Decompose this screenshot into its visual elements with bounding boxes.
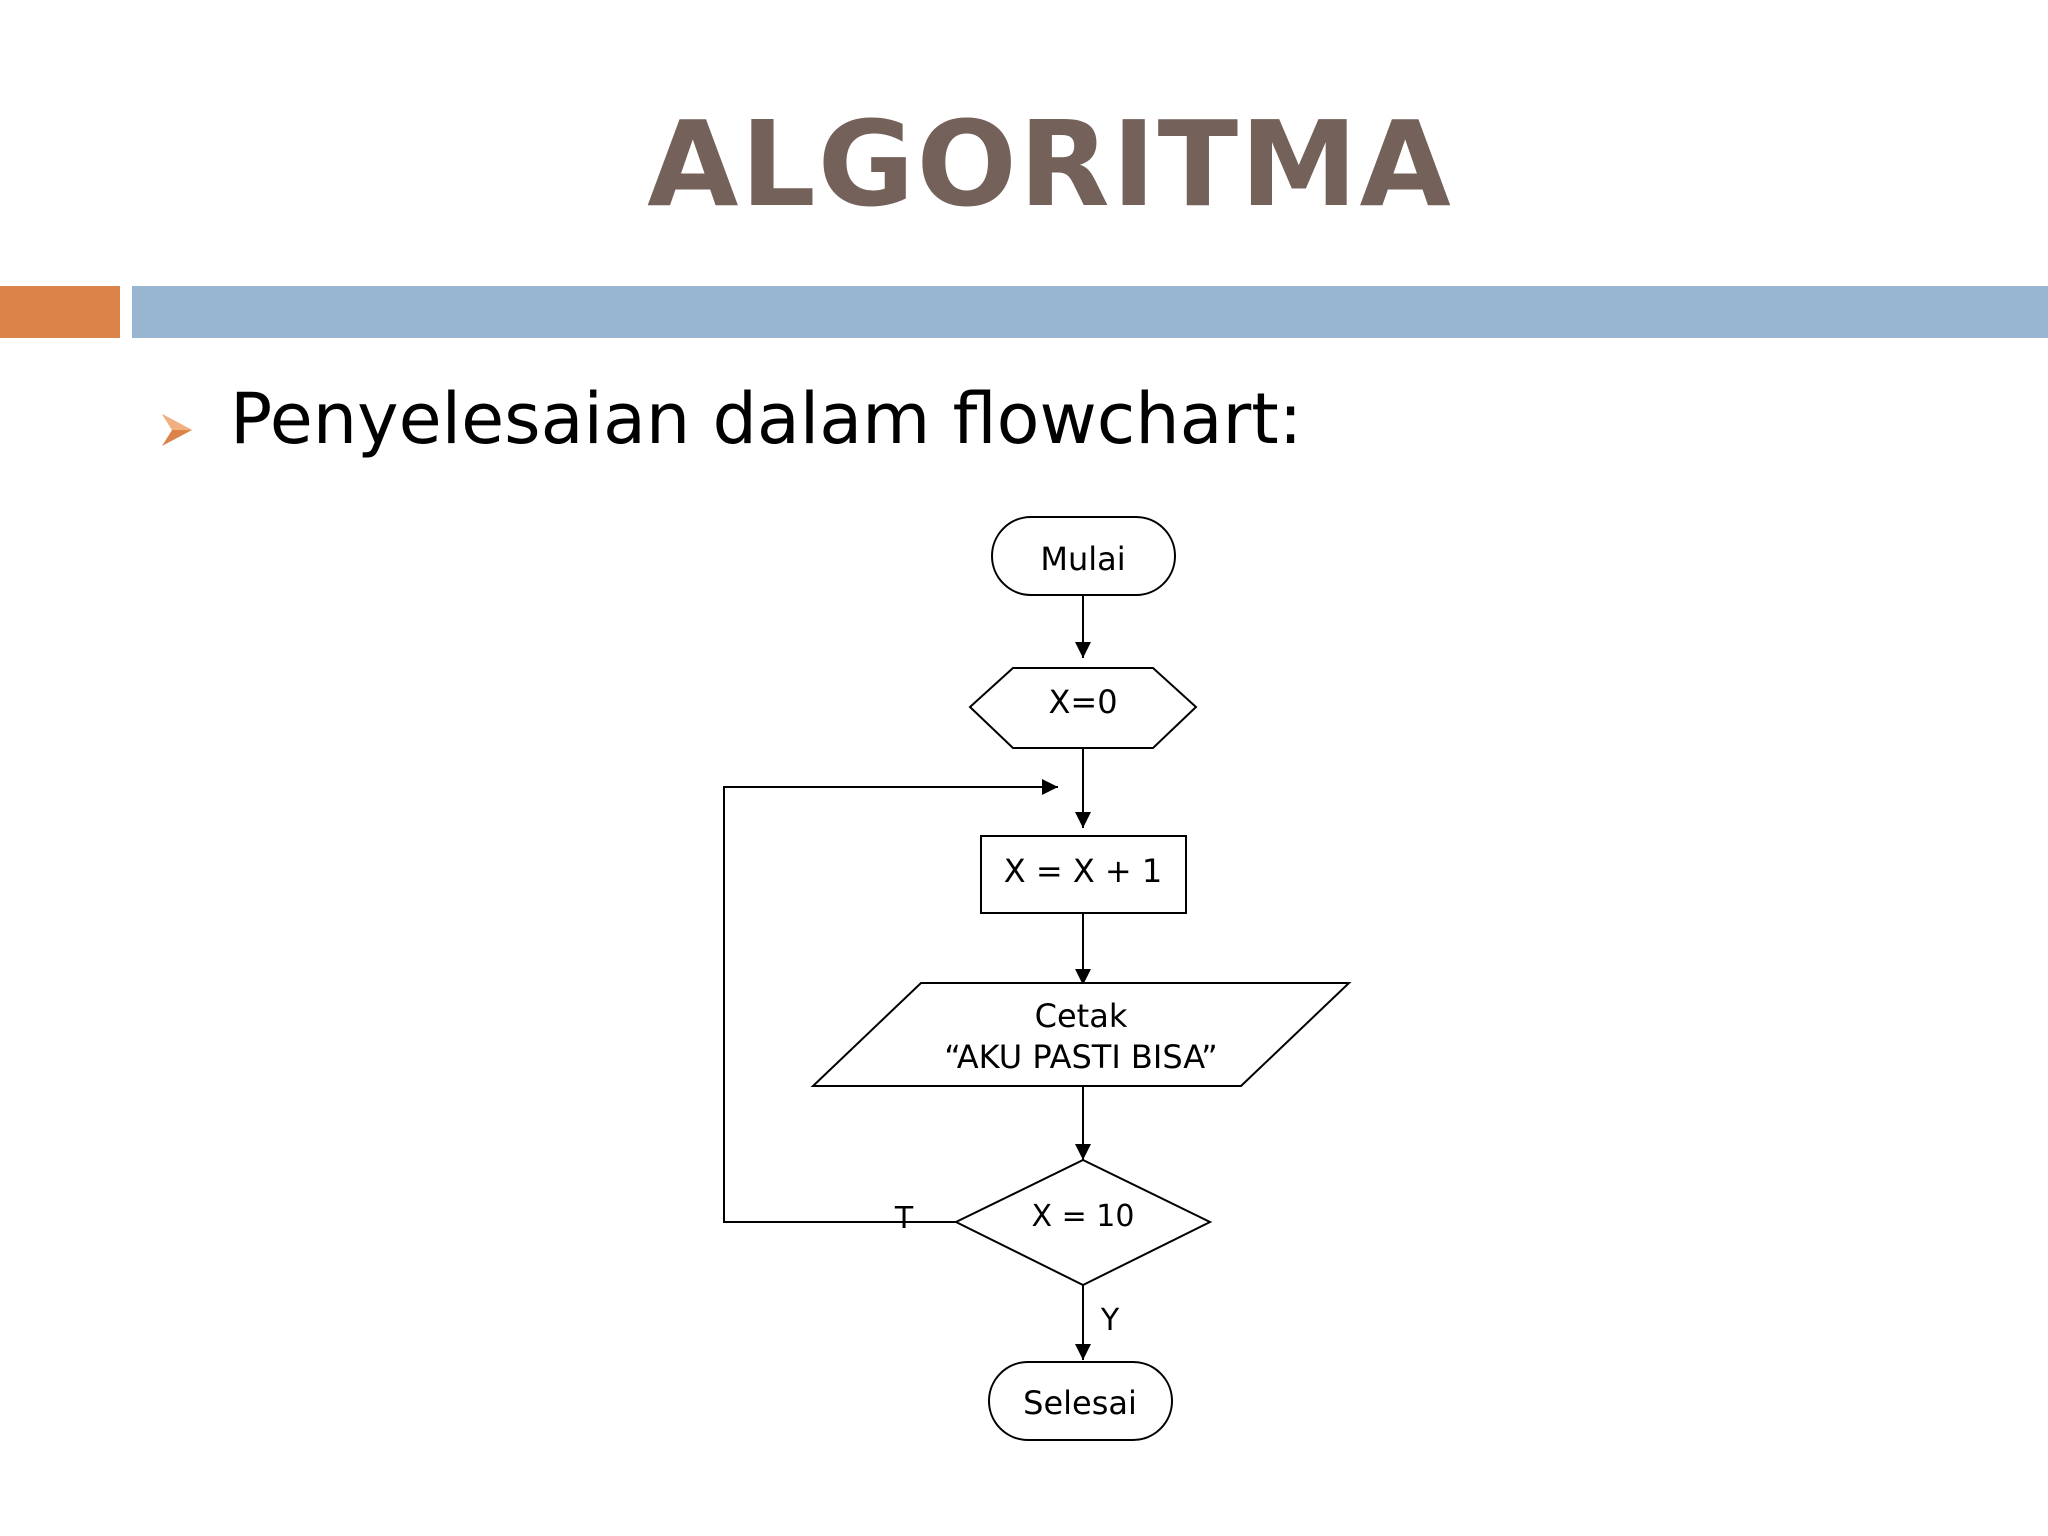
arrow-bullet-icon — [162, 414, 192, 446]
decision-diamond: X = 10 — [953, 1158, 1213, 1287]
output-label-line1: Cetak — [1035, 997, 1128, 1035]
accent-bar-blue — [132, 286, 2048, 338]
init-preparation: X=0 — [968, 667, 1198, 749]
decision-label: X = 10 — [1032, 1199, 1135, 1234]
output-label-line2: “AKU PASTI BISA” — [944, 1038, 1217, 1076]
true-branch-label: Y — [1100, 1303, 1120, 1338]
process-label: X = X + 1 — [1004, 852, 1163, 890]
loop-back-connector — [723, 779, 1058, 1223]
slide-title: ALGORITMA — [647, 95, 1453, 233]
end-label: Selesai — [1023, 1384, 1137, 1422]
start-label: Mulai — [1040, 540, 1125, 578]
end-terminator: Selesai — [988, 1361, 1173, 1441]
init-label: X=0 — [1048, 683, 1117, 721]
start-terminator: Mulai — [991, 516, 1176, 596]
accent-bar-orange — [0, 286, 120, 338]
bullet-text: Penyelesaian dalam flowchart: — [230, 378, 1303, 460]
false-branch-label: T — [894, 1201, 914, 1236]
output-parallelogram: Cetak “AKU PASTI BISA” — [810, 982, 1352, 1087]
process-box: X = X + 1 — [980, 835, 1187, 914]
